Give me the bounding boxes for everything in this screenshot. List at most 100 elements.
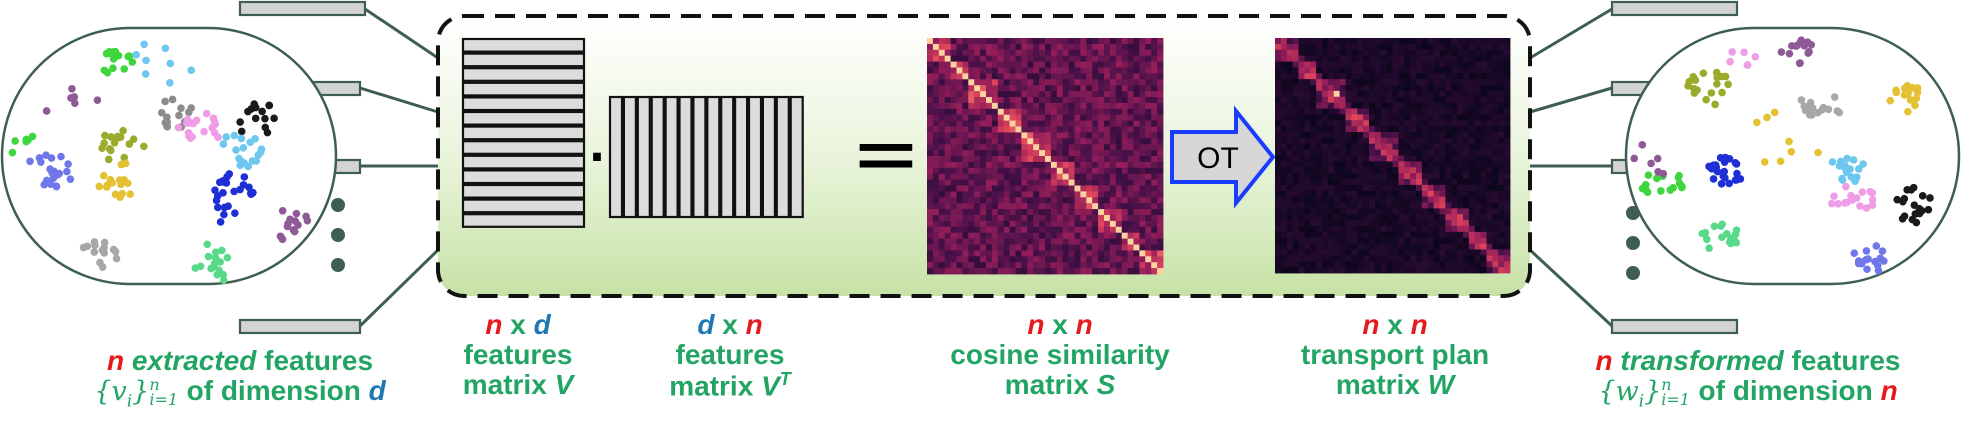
heatmap-cell (950, 150, 957, 157)
heatmap-cell (1050, 114, 1058, 121)
heatmap-cell (1468, 79, 1476, 86)
heatmap-cell (1109, 244, 1117, 251)
heatmap-cell (1003, 185, 1010, 192)
heatmap-cell (1457, 108, 1464, 115)
heatmap-cell (1439, 179, 1446, 186)
heatmap-cell (1062, 238, 1069, 245)
heatmap-cell (1322, 126, 1329, 133)
heatmap-cell (1398, 161, 1405, 168)
heatmap-cell (1021, 197, 1028, 204)
heatmap-cell (1003, 220, 1010, 228)
heatmap-cell (1404, 67, 1411, 74)
heatmap-cell (1009, 102, 1016, 110)
heatmap-cell (1421, 267, 1429, 274)
heatmap-cell (1345, 237, 1352, 245)
heatmap-cell (1457, 202, 1464, 209)
feature-point (203, 240, 212, 249)
heatmap-cell (1280, 161, 1288, 168)
heatmap-cell (1451, 73, 1458, 80)
heatmap-cell (962, 161, 969, 169)
heatmap-cell (1433, 243, 1440, 250)
heatmap-cell (1433, 214, 1440, 221)
heatmap-cell (1316, 179, 1323, 186)
heatmap-cell (1074, 215, 1081, 222)
heatmap-cell (1392, 184, 1399, 192)
heatmap-cell (944, 173, 951, 180)
heatmap-cell (1109, 61, 1117, 68)
heatmap-cell (1098, 102, 1105, 110)
heatmap-cell (1410, 61, 1417, 68)
heatmap-cell (1275, 214, 1282, 221)
heatmap-cell (1345, 90, 1352, 98)
heatmap-cell (986, 250, 993, 257)
heatmap-cell (1416, 79, 1423, 86)
heatmap-cell (1504, 114, 1511, 121)
heatmap-cell (1451, 249, 1458, 256)
heatmap-cell (950, 232, 957, 239)
heatmap-cell (1504, 132, 1511, 139)
heatmap-cell (956, 85, 963, 92)
heatmap-cell (1133, 238, 1140, 245)
heatmap-cell (1398, 114, 1405, 121)
heatmap-cell (1009, 85, 1016, 92)
feature-point (1898, 214, 1907, 223)
heatmap-cell (932, 238, 940, 245)
feature-point (1793, 41, 1802, 50)
heatmap-cell (1080, 79, 1087, 86)
heatmap-cell (1145, 244, 1152, 251)
heatmap-cell (1316, 67, 1323, 74)
heatmap-cell (1398, 96, 1405, 104)
heatmap-cell (1363, 208, 1370, 215)
heatmap-cell (974, 73, 981, 80)
heatmap-cell (938, 197, 946, 204)
heatmap-cell (1050, 67, 1058, 74)
heatmap-cell (974, 43, 981, 51)
heatmap-cell (1139, 91, 1146, 98)
heatmap-cell (1280, 226, 1288, 233)
heatmap-cell (1045, 38, 1052, 45)
heatmap-cell (1310, 231, 1317, 239)
heatmap-cell (1139, 114, 1146, 121)
heatmap-cell (1463, 143, 1470, 151)
heatmap-cell (1339, 43, 1346, 51)
heatmap-cell (1398, 184, 1405, 192)
heatmap-cell (1398, 167, 1405, 174)
heatmap-cell (1104, 49, 1111, 57)
heatmap-cell (1480, 108, 1487, 115)
heatmap-cell (1327, 161, 1335, 168)
heatmap-cell (1369, 85, 1376, 92)
heatmap-cell (1027, 73, 1034, 80)
heatmap-cell (932, 126, 940, 133)
heatmap-cell (1316, 261, 1323, 268)
heatmap-cell (1139, 49, 1146, 57)
feature-point (188, 132, 196, 141)
heatmap-cell (1427, 102, 1435, 109)
heatmap-cell (1304, 38, 1311, 45)
heatmap-cell (1316, 79, 1323, 86)
heatmap-cell (986, 244, 993, 251)
heatmap-cell (1351, 73, 1358, 80)
heatmap-cell (1133, 268, 1140, 275)
heatmap-cell (1421, 143, 1429, 151)
heatmap-cell (1127, 91, 1134, 98)
heatmap-cell (1404, 179, 1411, 186)
heatmap-cell (1027, 250, 1034, 257)
heatmap-cell (980, 38, 987, 45)
feature-point (232, 146, 240, 154)
heatmap-cell (1480, 155, 1487, 162)
heatmap-cell (1304, 79, 1311, 86)
heatmap-cell (1033, 108, 1040, 116)
heatmap-cell (1086, 262, 1093, 269)
heatmap-cell (1062, 73, 1069, 80)
heatmap-cell (1433, 90, 1440, 98)
heatmap-cell (1339, 179, 1346, 186)
heatmap-cell (1333, 237, 1341, 245)
heatmap-cell (1410, 243, 1417, 250)
heatmap-cell (1327, 167, 1335, 174)
heatmap-cell (1486, 143, 1493, 151)
heatmap-cell (1275, 208, 1282, 215)
heatmap-cell (1374, 114, 1382, 121)
heatmap-cell (1015, 120, 1022, 127)
heatmap-cell (1021, 97, 1028, 104)
matrix-column (664, 95, 679, 219)
